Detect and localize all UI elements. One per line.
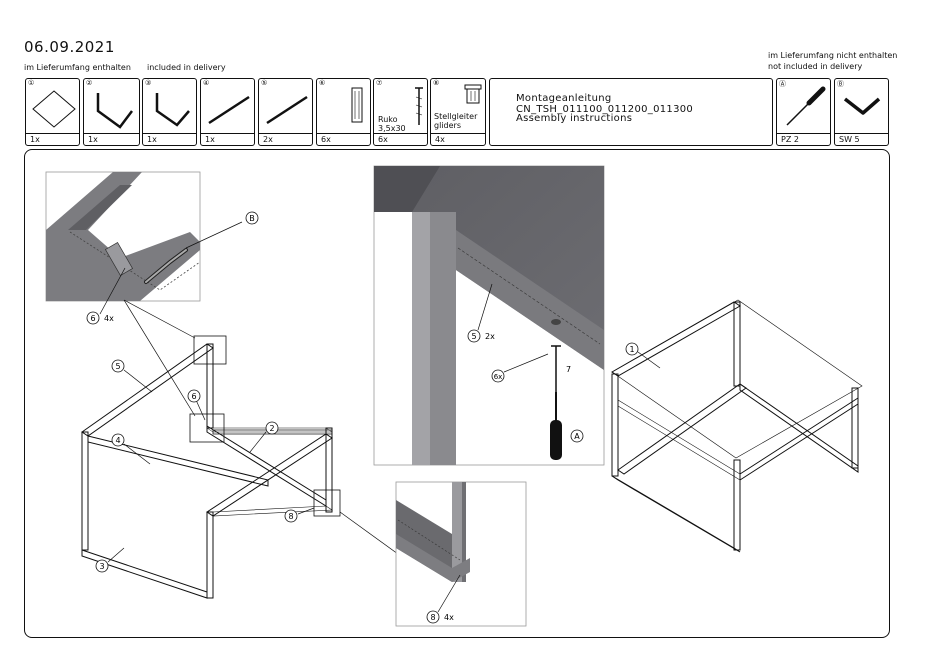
callout-8-frame-label: 8 xyxy=(288,512,293,521)
part-cell-5: ⑤ 2x xyxy=(258,78,313,146)
callout-3: 3 xyxy=(95,559,109,573)
completed-table-drawing xyxy=(611,299,863,553)
glider-icon xyxy=(464,84,482,104)
part-cell-1: ① 1x xyxy=(25,78,80,146)
callout-6-frame: 6 xyxy=(187,389,201,403)
callout-b: B xyxy=(245,211,259,225)
callout-5-qty: 2x xyxy=(485,332,495,341)
callout-2: 2 xyxy=(265,421,279,435)
callout-2-label: 2 xyxy=(269,424,274,433)
screw-label: Ruko xyxy=(378,115,398,124)
date-label: 06.09.2021 xyxy=(24,38,115,56)
detail-glider-box xyxy=(395,481,527,627)
part-cell-4: ④ 1x xyxy=(200,78,255,146)
part-number: ④ xyxy=(203,79,210,87)
glider-label: Stellgleiter xyxy=(434,112,478,121)
part-qty: 6x xyxy=(374,133,427,145)
glider-en-label: gliders xyxy=(434,121,461,130)
detail-screw-box xyxy=(373,165,605,466)
assembly-drawing-frame xyxy=(24,149,890,638)
screw-size-label: 3,5x30 xyxy=(378,124,406,133)
rod-icon xyxy=(266,95,308,125)
frame-bracket-icon xyxy=(155,93,190,127)
part-qty: 6x xyxy=(317,133,370,145)
part-number: ② xyxy=(86,79,93,87)
callout-5-detail-label: 5 xyxy=(471,332,476,341)
detail-marker xyxy=(193,335,227,365)
part-number: ① xyxy=(28,79,35,87)
frame-bracket-icon xyxy=(96,93,133,129)
title-line-1: Montageanleitung CN_TSH_011100_011200_01… xyxy=(516,93,694,115)
part-cell-6: ⑥ 6x xyxy=(316,78,371,146)
part-qty: 1x xyxy=(26,133,79,145)
part-cell-8: ⑧ Stellgleiter gliders 4x xyxy=(430,78,486,146)
part-qty: 1x xyxy=(143,133,196,145)
included-en-label: included in delivery xyxy=(147,63,226,72)
connector-icon xyxy=(351,87,363,123)
tool-cell-b: Ⓑ SW 5 xyxy=(834,78,889,146)
callout-8-qty: 4x xyxy=(444,613,454,622)
detail-marker xyxy=(313,489,341,517)
callout-5-detail: 5 2x xyxy=(467,329,495,343)
callout-4: 4 xyxy=(111,433,125,447)
tool-cell-a: Ⓐ PZ 2 xyxy=(776,78,831,146)
callout-a: A xyxy=(570,429,584,443)
callout-8-detail: 8 4x xyxy=(426,610,454,624)
callout-8-detail-label: 8 xyxy=(430,613,435,622)
part-number: ⑧ xyxy=(433,79,440,87)
part-number: ⑥ xyxy=(319,79,326,87)
callout-8-frame: 8 xyxy=(284,509,298,523)
tool-size: SW 5 xyxy=(835,133,888,145)
callout-1: 1 xyxy=(625,342,639,356)
title-line-2: Assembly instructions xyxy=(516,113,633,124)
callout-3-label: 3 xyxy=(99,562,104,571)
tool-letter: Ⓑ xyxy=(837,80,844,88)
part-qty: 4x xyxy=(431,133,485,145)
screw-icon xyxy=(415,87,423,125)
callout-6-screw-qty: 6x xyxy=(494,373,503,381)
included-de-label: im Lieferumfang enthalten xyxy=(24,63,131,72)
screwdriver-icon xyxy=(786,86,826,126)
tool-size: PZ 2 xyxy=(777,133,830,145)
not-included-de-label: im Lieferumfang nicht enthalten xyxy=(768,51,898,60)
detail-marker xyxy=(189,413,225,443)
callout-6-qty: 4x xyxy=(104,314,114,323)
callout-b-label: B xyxy=(249,214,255,223)
detail-connector-box xyxy=(45,171,243,302)
part-qty: 1x xyxy=(201,133,254,145)
callout-6-screw: 6x xyxy=(491,369,505,383)
callout-6-frame-label: 6 xyxy=(191,392,196,401)
part-number: ③ xyxy=(145,79,152,87)
callout-6-detail: 6 4x xyxy=(86,311,114,325)
part-cell-7: ⑦ Ruko 3,5x30 6x xyxy=(373,78,428,146)
screw-number-label: 7 xyxy=(566,365,571,374)
tool-letter: Ⓐ xyxy=(779,80,786,88)
allen-key-icon xyxy=(843,97,881,115)
part-qty: 1x xyxy=(84,133,139,145)
not-included-en-label: not included in delivery xyxy=(768,62,863,71)
callout-4-label: 4 xyxy=(115,436,120,445)
callout-1-label: 1 xyxy=(629,345,634,354)
part-qty: 2x xyxy=(259,133,312,145)
part-cell-3: ③ 1x xyxy=(142,78,197,146)
part-number: ⑤ xyxy=(261,79,268,87)
rod-icon xyxy=(208,95,250,125)
callout-5: 5 xyxy=(111,359,125,373)
open-frame-drawing xyxy=(81,343,333,599)
part-number: ⑦ xyxy=(376,79,383,87)
callout-5-label: 5 xyxy=(115,362,120,371)
callout-6-label: 6 xyxy=(90,314,95,323)
tabletop-icon xyxy=(32,90,76,128)
title-box: Montageanleitung CN_TSH_011100_011200_01… xyxy=(489,78,773,146)
part-cell-2: ② 1x xyxy=(83,78,140,146)
callout-a-label: A xyxy=(574,432,580,441)
